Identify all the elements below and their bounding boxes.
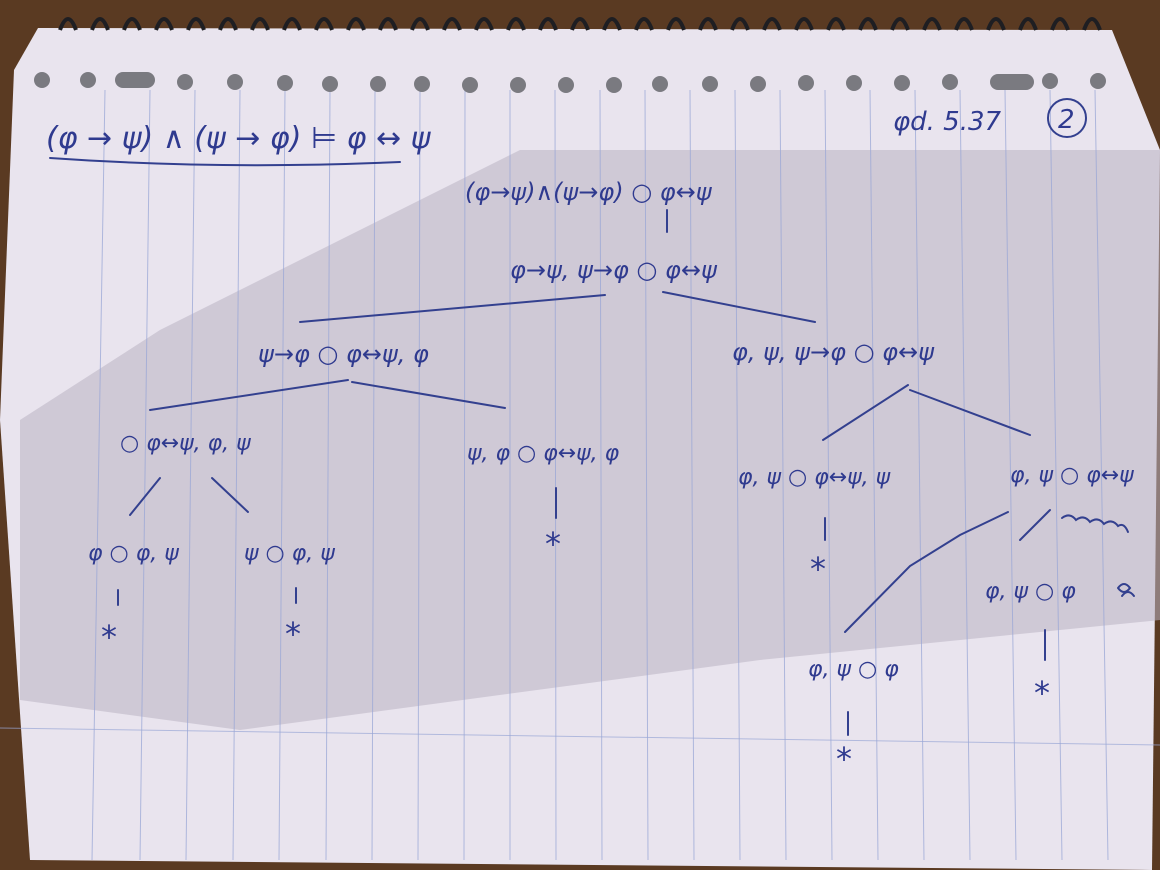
exercise-reference: φd. 5.37: [893, 107, 1002, 137]
margin-line: [0, 727, 1160, 746]
tableau-branch-line: [149, 379, 349, 411]
tableau-level1: φ→ψ, ψ→φ ○ φ↔ψ: [510, 256, 718, 284]
tableau-node-rrr: φ, ψ ○ φ: [985, 579, 1076, 604]
tableau-left-branch: ψ→φ ○ φ↔ψ, φ: [258, 340, 429, 368]
tableau-branch-line: [822, 384, 909, 441]
tableau-branch-line: [211, 477, 249, 513]
tableau-branch-line: [662, 291, 816, 323]
closed-mark: *: [545, 525, 561, 563]
tableau-node-rrl: φ, ψ ○ φ: [808, 657, 899, 682]
tableau-branch-line: [1019, 509, 1051, 541]
punch-holes: [34, 72, 1106, 93]
closed-mark: *: [836, 740, 852, 778]
tableau-branch-line: [299, 294, 606, 323]
tableau-branch-line: [844, 511, 1009, 633]
tableau-node-lll: φ ○ φ, ψ: [88, 541, 179, 566]
tableau-node-llr: ψ ○ φ, ψ: [244, 541, 335, 566]
tableau-node-ll: ○ φ↔ψ, φ, ψ: [120, 431, 251, 456]
scribble-mark: [1117, 583, 1135, 597]
tableau-root: (φ→ψ)∧(ψ→φ) ○ φ↔ψ: [465, 178, 713, 206]
tableau-right-branch: φ, ψ, ψ→φ ○ φ↔ψ: [732, 338, 935, 366]
tableau-node-rl: φ, ψ ○ φ↔ψ, ψ: [738, 465, 891, 490]
closed-mark: *: [101, 618, 117, 656]
tableau-branch-line: [129, 477, 161, 516]
exercise-number: 2: [1058, 105, 1075, 135]
exercise-number-circle: [1047, 98, 1087, 138]
tableau-node-lr: ψ, φ ○ φ↔ψ, φ: [467, 441, 620, 466]
header-formula: (φ → ψ) ∧ (ψ → φ) ⊨ φ ↔ ψ: [46, 121, 432, 156]
spiral-binding: [58, 17, 1102, 31]
closed-mark: *: [810, 550, 826, 588]
closed-mark: *: [1034, 674, 1050, 712]
tableau-branch-line: [909, 389, 1031, 436]
header-underline: [49, 157, 401, 167]
closed-mark: *: [285, 615, 301, 653]
tableau-node-rr: φ, ψ ○ φ↔ψ: [1010, 463, 1134, 488]
tableau-branch-line: [351, 381, 506, 409]
scribble-mark: [1061, 514, 1129, 533]
